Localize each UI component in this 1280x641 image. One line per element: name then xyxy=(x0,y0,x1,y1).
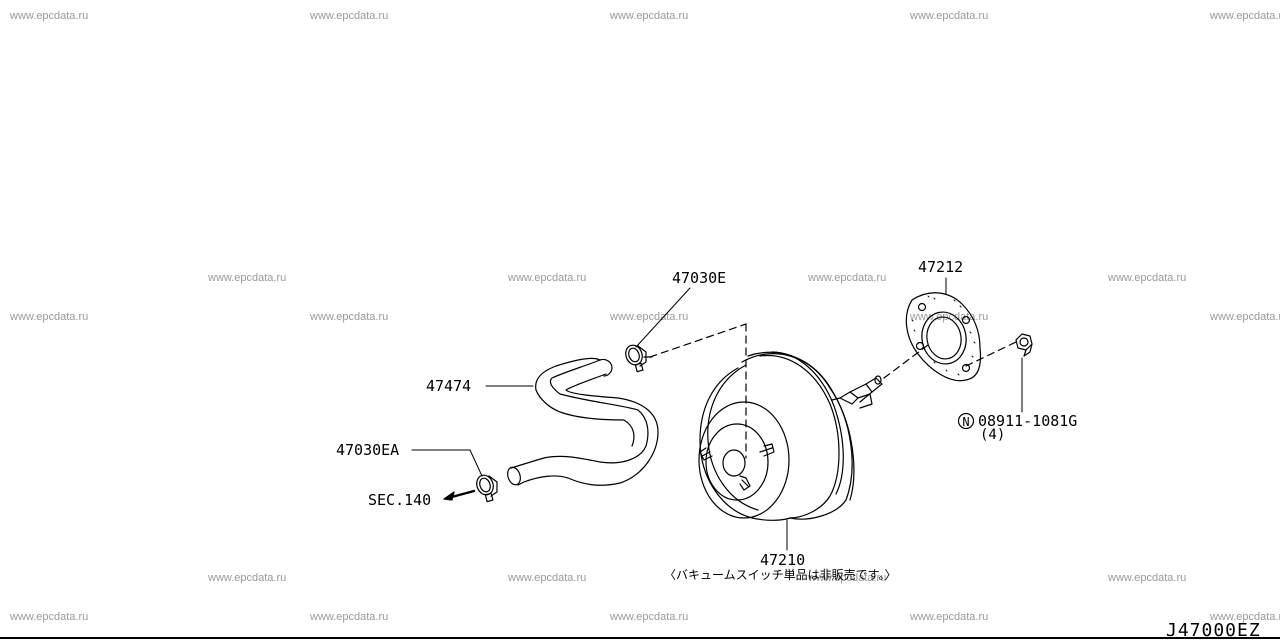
part-label-47030EA[interactable]: 47030EA xyxy=(336,441,400,459)
vacuum-hose[interactable] xyxy=(506,357,659,486)
watermark: www.epcdata.ru xyxy=(610,311,689,323)
nut-quantity: (4) xyxy=(980,427,1006,443)
watermark: www.epcdata.ru xyxy=(310,10,389,22)
watermark: www.epcdata.ru xyxy=(610,10,689,22)
section-arrow xyxy=(443,489,476,501)
bottom-rule xyxy=(0,637,1280,639)
part-label-nut[interactable]: 08911-1081G xyxy=(978,412,1078,430)
watermark: www.epcdata.ru xyxy=(508,572,587,584)
assembly-lines xyxy=(649,323,1017,459)
watermark: www.epcdata.ru xyxy=(310,311,389,323)
watermark: www.epcdata.ru xyxy=(1210,611,1280,623)
part-label-47474[interactable]: 47474 xyxy=(426,377,472,395)
watermark: www.epcdata.ru xyxy=(808,572,887,584)
watermark: www.epcdata.ru xyxy=(208,272,287,284)
part-label-47030E[interactable]: 47030E xyxy=(672,269,727,287)
hose-clamp-top[interactable] xyxy=(623,343,653,373)
svg-text:N: N xyxy=(962,415,969,429)
brake-booster[interactable] xyxy=(698,351,883,521)
watermark: www.epcdata.ru xyxy=(10,311,89,323)
watermark: www.epcdata.ru xyxy=(310,611,389,623)
watermark: www.epcdata.ru xyxy=(808,272,887,284)
part-label-47212[interactable]: 47212 xyxy=(918,258,964,276)
watermark: www.epcdata.ru xyxy=(610,611,689,623)
watermark: www.epcdata.ru xyxy=(1210,10,1280,22)
watermark: www.epcdata.ru xyxy=(1108,272,1187,284)
leader-lines xyxy=(411,277,1023,551)
watermark: www.epcdata.ru xyxy=(910,311,989,323)
gasket[interactable] xyxy=(905,292,982,382)
watermark: www.epcdata.ru xyxy=(910,611,989,623)
watermark: www.epcdata.ru xyxy=(1108,572,1187,584)
watermark: www.epcdata.ru xyxy=(508,272,587,284)
part-label-47210[interactable]: 47210 xyxy=(760,551,806,569)
vacuum-switch-note: 〈バキュームスイッチ単品は非販売です。〉 xyxy=(664,568,897,582)
watermark: www.epcdata.ru xyxy=(1210,311,1280,323)
nut[interactable] xyxy=(1015,333,1033,357)
watermark: www.epcdata.ru xyxy=(910,10,989,22)
diagram-code: J47000EZ xyxy=(1166,620,1261,641)
watermark: www.epcdata.ru xyxy=(10,10,89,22)
watermark: www.epcdata.ru xyxy=(10,611,89,623)
watermark: www.epcdata.ru xyxy=(208,572,287,584)
section-reference[interactable]: SEC.140 xyxy=(368,491,432,509)
hose-clamp-bottom[interactable] xyxy=(474,473,498,503)
n-circle-icon: N xyxy=(957,412,975,430)
